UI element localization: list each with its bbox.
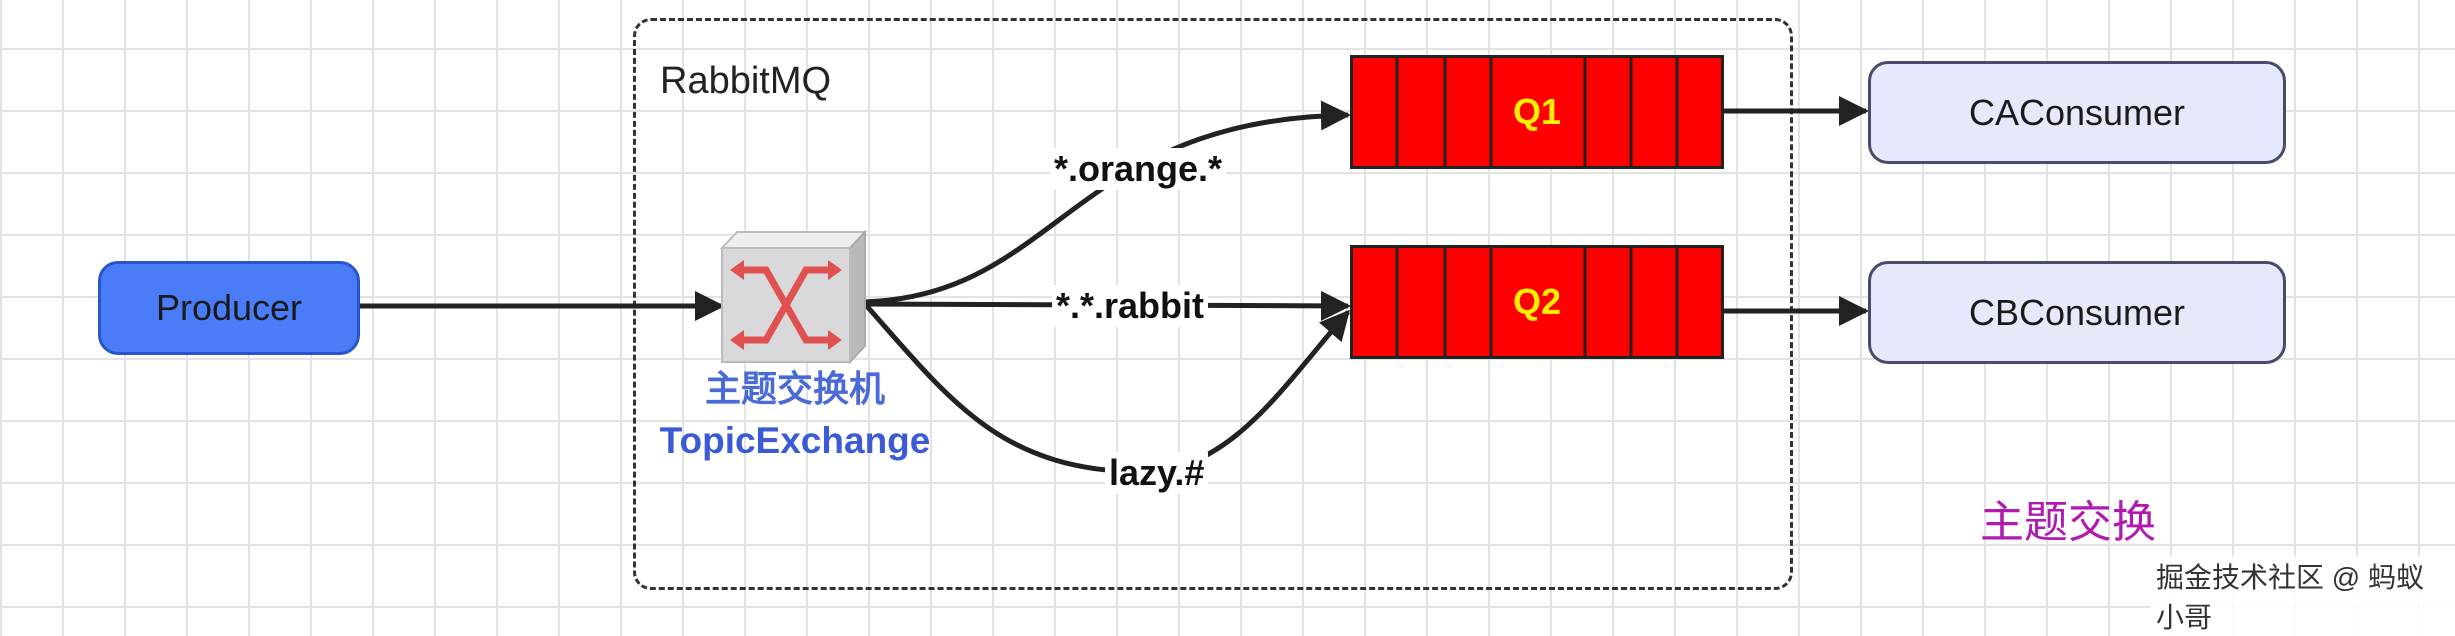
consumer-ca-node: CAConsumer [1868,61,2286,164]
exchange-label-cn: 主题交换机 [704,368,885,409]
queue-q1-slots [1395,58,1679,166]
diagram-caption: 主题交换 [1980,498,2156,547]
watermark: 掘金技术社区 @ 蚂蚁小哥 [2150,556,2455,636]
queue-q2-label: Q2 [1512,281,1562,322]
queue-q2: Q2 [1350,245,1724,359]
exchange-label-en: TopicExchange [659,420,931,461]
binding-label-rabbit: *.*.rabbit [1052,285,1209,327]
binding-label-lazy: lazy.# [1105,452,1209,494]
queue-q2-slots [1395,248,1679,356]
consumer-ca-label: CAConsumer [1968,91,2186,133]
producer-label: Producer [155,287,303,328]
producer-node: Producer [98,261,360,355]
consumer-cb-node: CBConsumer [1868,261,2286,364]
edges-layer [360,96,1869,475]
binding-label-orange: *.orange.* [1050,148,1227,190]
edge-exchange-q1 [864,100,1351,305]
consumer-cb-label: CBConsumer [1968,291,2186,333]
queue-q1: Q1 [1350,55,1724,169]
queue-q1-label: Q1 [1512,91,1562,132]
rabbitmq-title: RabbitMQ [660,60,832,102]
exchange-icon [719,229,868,365]
